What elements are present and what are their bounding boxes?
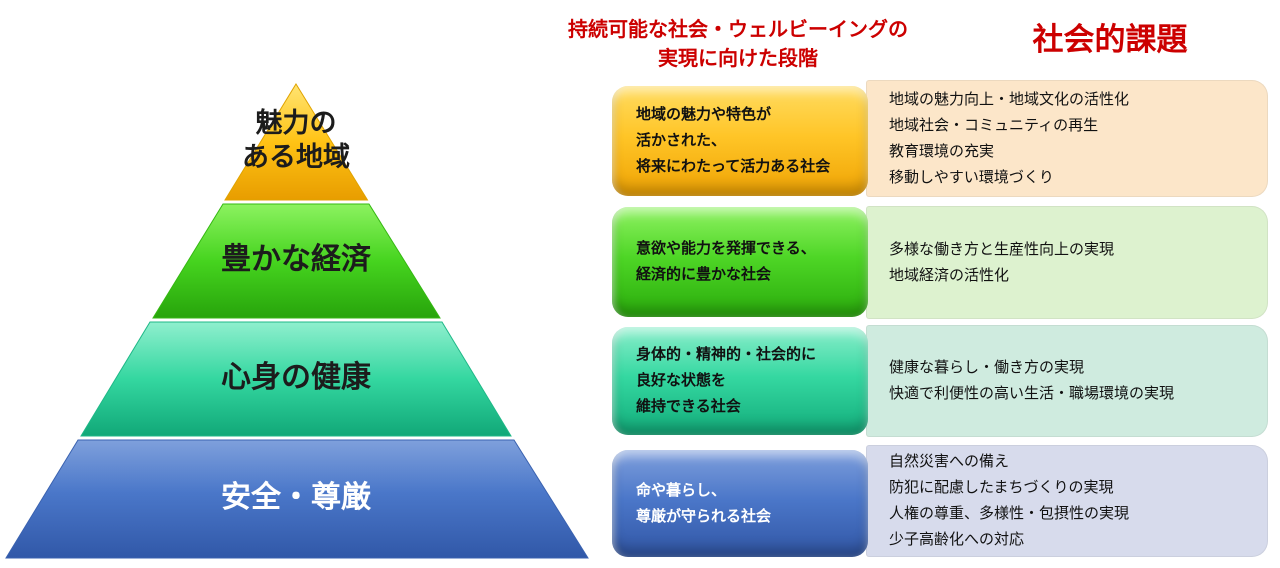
pyramid-label-line: 魅力の xyxy=(255,108,337,138)
pyramid-label-rich-economy: 豊かな経済 xyxy=(221,243,371,276)
pyramid-label-attractive-region: 魅力の ある地域 xyxy=(146,106,446,174)
issues-box-safety-dignity: 自然災害への備え 防犯に配慮したまちづくりの実現 人権の尊重、多様性・包摂性の実… xyxy=(866,445,1268,557)
stage-box-safety-dignity: 命や暮らし、 尊厳が守られる社会 xyxy=(612,450,868,557)
issue-line: 地域社会・コミュニティの再生 xyxy=(889,116,1099,134)
stage-line: 尊厳が守られる社会 xyxy=(636,507,772,525)
issues-box-attractive-region: 地域の魅力向上・地域文化の活性化 地域社会・コミュニティの再生 教育環境の充実 … xyxy=(866,80,1268,197)
issue-line: 移動しやすい環境づくり xyxy=(889,168,1054,186)
stages-header-line1: 持続可能な社会・ウェルビーイングの xyxy=(568,19,908,41)
stage-box-rich-economy: 意欲や能力を発揮できる、 経済的に豊かな社会 xyxy=(612,207,868,317)
issues-column-header: 社会的課題 xyxy=(1032,22,1188,57)
stage-line: 命や暮らし、 xyxy=(636,481,727,499)
issue-line: 多様な働き方と生産性向上の実現 xyxy=(889,240,1115,258)
issue-line: 人権の尊重、多様性・包摂性の実現 xyxy=(889,505,1130,522)
stage-line: 将来にわたって活力ある社会 xyxy=(636,158,831,175)
pyramid-graphic xyxy=(5,83,589,559)
pyramid-level-attractive-region xyxy=(224,83,369,201)
pyramid-label-safety-dignity: 安全・尊厳 xyxy=(221,481,371,514)
issue-line: 教育環境の充実 xyxy=(889,142,995,160)
stage-line: 経済的に豊かな社会 xyxy=(636,266,772,283)
stage-box-attractive-region: 地域の魅力や特色が 活かされた、 将来にわたって活力ある社会 xyxy=(612,86,868,196)
issue-line: 少子高齢化への対応 xyxy=(889,531,1025,548)
issue-line: 防犯に配慮したまちづくりの実現 xyxy=(889,479,1114,496)
issue-line: 地域の魅力向上・地域文化の活性化 xyxy=(889,90,1130,108)
issues-box-mind-body-health: 健康な暮らし・働き方の実現 快適で利便性の高い生活・職場環境の実現 xyxy=(866,325,1268,437)
stage-line: 身体的・精神的・社会的に xyxy=(636,346,817,363)
pyramid-level-rich-economy xyxy=(152,203,441,319)
issue-line: 快適で利便性の高い生活・職場環境の実現 xyxy=(889,385,1175,402)
issue-line: 健康な暮らし・働き方の実現 xyxy=(889,359,1085,376)
stage-box-mind-body-health: 身体的・精神的・社会的に 良好な状態を 維持できる社会 xyxy=(612,327,868,435)
pyramid-label-mind-body-health: 心身の健康 xyxy=(221,361,371,394)
issues-box-rich-economy: 多様な働き方と生産性向上の実現 地域経済の活性化 xyxy=(866,206,1268,319)
pyramid-level-mind-body-health xyxy=(80,321,512,437)
pyramid-level-safety-dignity xyxy=(5,439,589,559)
stage-line: 維持できる社会 xyxy=(636,398,741,415)
issue-line: 自然災害への備え xyxy=(889,453,1010,470)
stage-line: 活かされた、 xyxy=(636,132,727,149)
stage-line: 意欲や能力を発揮できる、 xyxy=(636,240,816,257)
stage-line: 良好な状態を xyxy=(636,372,727,389)
issue-line: 地域経済の活性化 xyxy=(889,266,1010,284)
stages-column-header: 持続可能な社会・ウェルビーイングの 実現に向けた段階 xyxy=(528,16,948,74)
stages-header-line2: 実現に向けた段階 xyxy=(658,48,818,70)
stage-line: 地域の魅力や特色が xyxy=(636,106,772,123)
pyramid-label-line: ある地域 xyxy=(242,142,350,172)
